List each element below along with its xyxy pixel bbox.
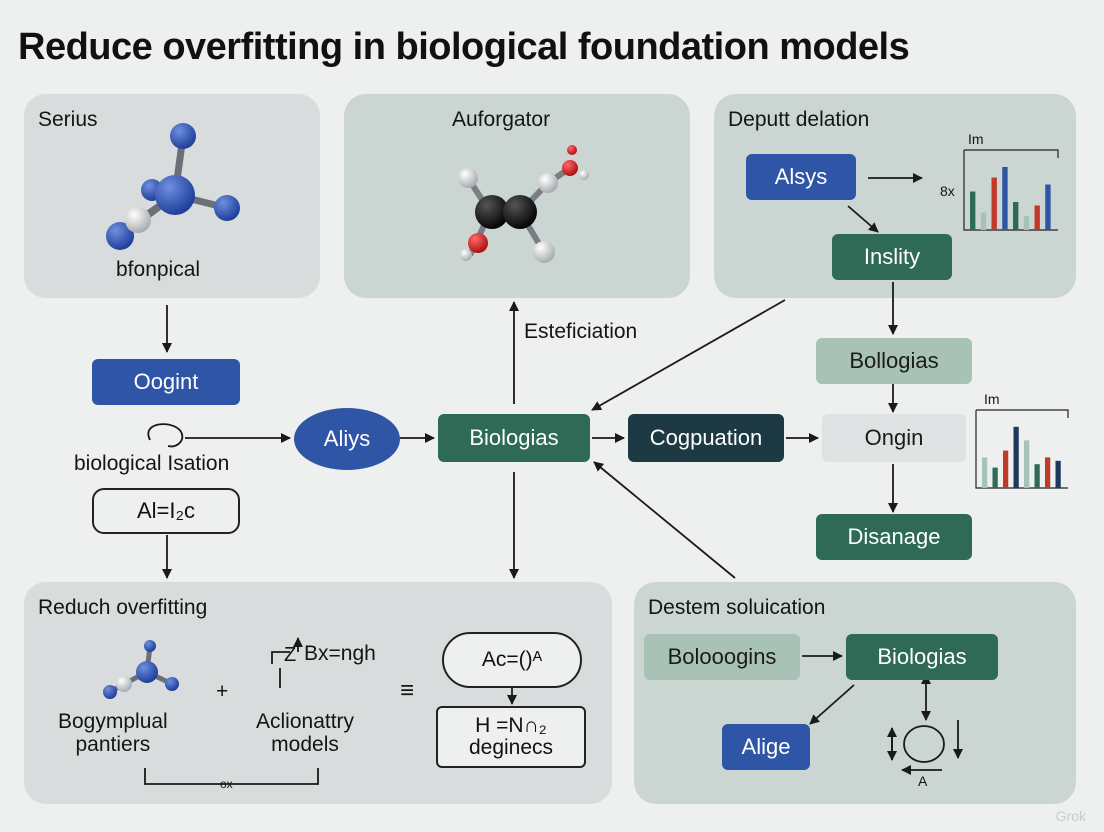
label-esteficiation: Esteficiation [524,320,638,343]
panel-destem-soluication [634,582,1076,804]
node-deginecs[interactable]: H =N∩₂ deginecs [436,706,586,768]
node-biologias-2[interactable]: Biologias [846,634,998,680]
chart-bar [1055,460,1061,488]
node-cogpuation[interactable]: Cogpuation [628,414,784,462]
node-al-formula[interactable]: Al=I₂c [92,488,240,534]
node-disanage[interactable]: Disanage [816,514,972,560]
node-ac-formula[interactable]: Ac=()ᴬ [442,632,582,688]
chart-bar [1045,184,1051,230]
panel-title-serius: Serius [38,108,98,131]
equiv-sign: ≡ [400,677,415,704]
label-aclionattry-models: Aclionattry models [256,710,355,757]
chart1-side-label: 8x [940,183,955,199]
label-biological-isation: biological Isation [74,452,230,475]
serius-caption: bfonpical [116,258,201,281]
chart-bar [1034,464,1040,488]
node-aliys[interactable]: Aliys [294,408,400,470]
node-inslity[interactable]: Inslity [832,234,952,280]
panel-title-reduch: Reduch overfitting [38,596,208,619]
node-alsys[interactable]: Alsys [746,154,856,200]
node-bollogias[interactable]: Bollogias [816,338,972,384]
cycle-label: A [918,773,928,789]
chart-axis [963,150,1058,231]
chart-bar [1013,426,1019,488]
chart-bar [1003,450,1009,488]
node-alige[interactable]: Alige [722,724,810,770]
chart-bar [1034,205,1040,230]
plus-sign: + [216,680,229,703]
node-oogint[interactable]: Oogint [92,359,240,405]
formula-z: Z [284,644,297,666]
chart1-title: Im [968,131,984,147]
label-bogymplual: Bogymplual pantiers [58,710,168,757]
panel-title-destem: Destem soluication [648,596,826,619]
chart-bar [1002,167,1008,230]
bracket-label: ox [220,777,233,791]
chart-bar [991,177,997,230]
bar-chart-deput [963,149,1059,231]
chart-bar [982,457,988,488]
chart-bar [1024,440,1030,488]
bar-chart-ongin [975,409,1069,489]
page-title: Reduce overfitting in biological foundat… [18,26,910,68]
chart-frame [964,149,1059,158]
chart-bar [980,212,987,230]
node-bolooogins[interactable]: Bolooogins [644,634,800,680]
formula-bx: Bx=ngh [304,642,376,665]
node-ongin[interactable]: Ongin [822,414,966,462]
chart-frame [976,409,1069,418]
chart-bar [1013,202,1019,230]
chart-bar [970,191,976,230]
chart2-title: Im [984,391,1000,407]
panel-title-auforgator: Auforgator [452,108,551,131]
watermark: Grok [1055,808,1086,824]
chart-axis [975,410,1068,489]
chart-bar [1023,216,1030,230]
chart-bar [1045,457,1051,488]
node-biologias[interactable]: Biologias [438,414,590,462]
chart-bar [992,467,998,488]
panel-title-deputt: Deputt delation [728,108,870,131]
